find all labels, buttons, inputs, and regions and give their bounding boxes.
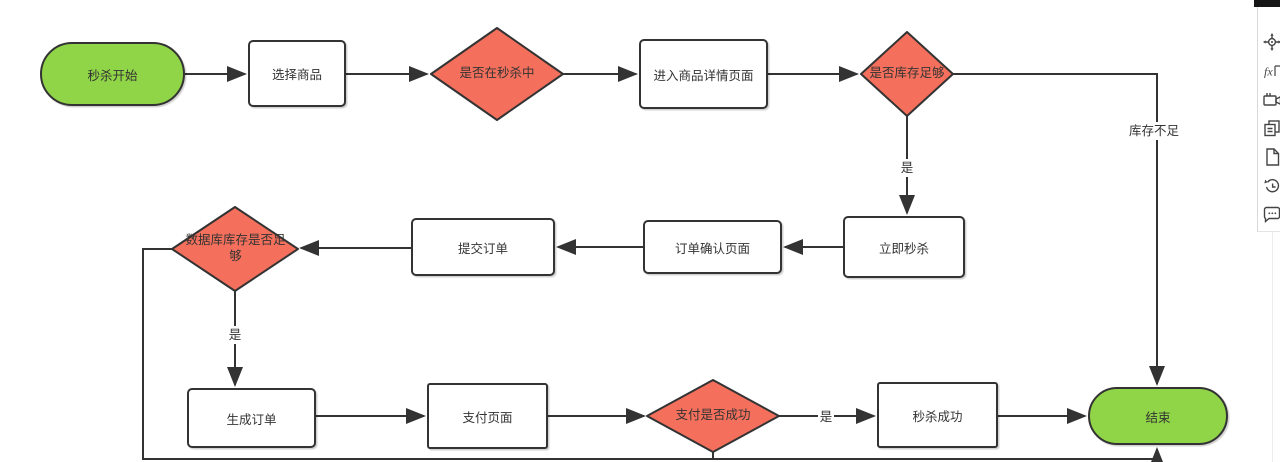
window-edge — [1254, 0, 1280, 7]
edge-label-payment-yes[interactable]: 是 — [818, 408, 834, 426]
new-page-icon[interactable] — [1262, 147, 1280, 167]
comment-icon[interactable] — [1262, 204, 1280, 224]
node-end[interactable]: 结束 — [1088, 387, 1228, 445]
svg-text:fx: fx — [1264, 65, 1273, 79]
node-select-product[interactable]: 选择商品 — [248, 40, 346, 107]
edge-label-stock-insufficient[interactable]: 库存不足 — [1126, 122, 1182, 140]
decision-label-is-in-seckill: 是否在秒杀中 — [459, 66, 535, 81]
copy-icon[interactable] — [1262, 118, 1280, 138]
node-order-confirm-page[interactable]: 订单确认页面 — [643, 220, 782, 274]
edge-label-stock-yes[interactable]: 是 — [899, 159, 915, 177]
node-product-detail-page[interactable]: 进入商品详情页面 — [639, 39, 768, 109]
decision-is-db-stock-enough[interactable] — [171, 206, 299, 292]
decision-is-in-seckill[interactable] — [430, 27, 564, 121]
decision-label-is-payment-success: 支付是否成功 — [675, 408, 751, 423]
edge-dbstock-no-to-end — [142, 248, 1165, 462]
right-toolbar-panel — [1257, 0, 1280, 232]
panel-divider — [1272, 231, 1273, 462]
node-payment-page[interactable]: 支付页面 — [427, 383, 548, 449]
edge-label-db-stock-yes[interactable]: 是 — [227, 326, 243, 344]
decision-label-is-db-stock-enough: 数据库库存是否足够 — [185, 233, 286, 263]
node-submit-order[interactable]: 提交订单 — [411, 218, 555, 276]
edge-stock-insufficient-to-end — [953, 73, 1165, 386]
decision-is-stock-enough[interactable] — [860, 31, 954, 117]
node-start[interactable]: 秒杀开始 — [40, 42, 185, 106]
node-create-order[interactable]: 生成订单 — [187, 388, 316, 448]
video-icon[interactable] — [1262, 90, 1280, 110]
decision-label-is-stock-enough: 是否库存足够 — [869, 66, 945, 81]
pan-tool-icon[interactable] — [1262, 32, 1280, 52]
history-icon[interactable] — [1262, 176, 1280, 196]
decision-is-payment-success[interactable] — [646, 379, 780, 453]
node-seckill-success[interactable]: 秒杀成功 — [877, 382, 998, 448]
formula-icon[interactable]: fx — [1262, 61, 1280, 81]
node-seckill-now[interactable]: 立即秒杀 — [843, 216, 965, 278]
